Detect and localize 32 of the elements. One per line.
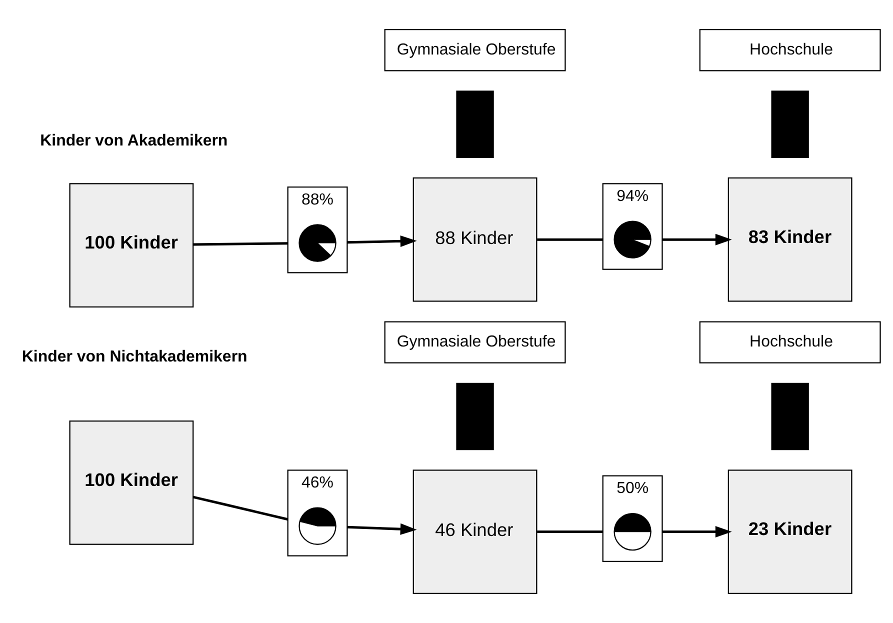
- node-label: 50%: [616, 480, 649, 498]
- node-box: 46 Kinder: [412, 470, 538, 594]
- node-box: 83 Kinder: [728, 177, 852, 302]
- connector: [537, 530, 603, 534]
- label: Kinder von Akademikern: [40, 132, 228, 150]
- node-box: 100 Kinder: [69, 183, 194, 308]
- node-bar: [456, 382, 494, 450]
- node-box: Gymnasiale Oberstufe: [384, 321, 566, 364]
- connector: [193, 242, 288, 246]
- arrow: [662, 526, 732, 538]
- node-label: 46%: [302, 474, 334, 492]
- connector: [193, 496, 288, 521]
- node-box: Hochschule: [699, 29, 881, 72]
- arrow: [347, 235, 417, 247]
- cluster: [602, 475, 663, 562]
- node-box: 100 Kinder: [69, 420, 194, 545]
- cluster: [287, 186, 348, 274]
- node-box: Gymnasiale Oberstufe: [384, 29, 566, 72]
- cluster: [287, 470, 348, 556]
- connector: [537, 238, 603, 241]
- node-bar: [771, 90, 809, 158]
- node-box: Hochschule: [699, 321, 881, 364]
- node-bar: [456, 90, 494, 158]
- node-bar: [771, 382, 809, 450]
- node-box: 88 Kinder: [412, 177, 538, 302]
- node-box: 23 Kinder: [728, 470, 852, 594]
- cluster: [602, 183, 663, 270]
- arrow: [662, 234, 732, 246]
- arrow: [347, 523, 417, 535]
- label: Kinder von Nichtakademikern: [22, 348, 248, 366]
- node-label: 88%: [302, 191, 334, 208]
- node-label: 94%: [616, 188, 649, 206]
